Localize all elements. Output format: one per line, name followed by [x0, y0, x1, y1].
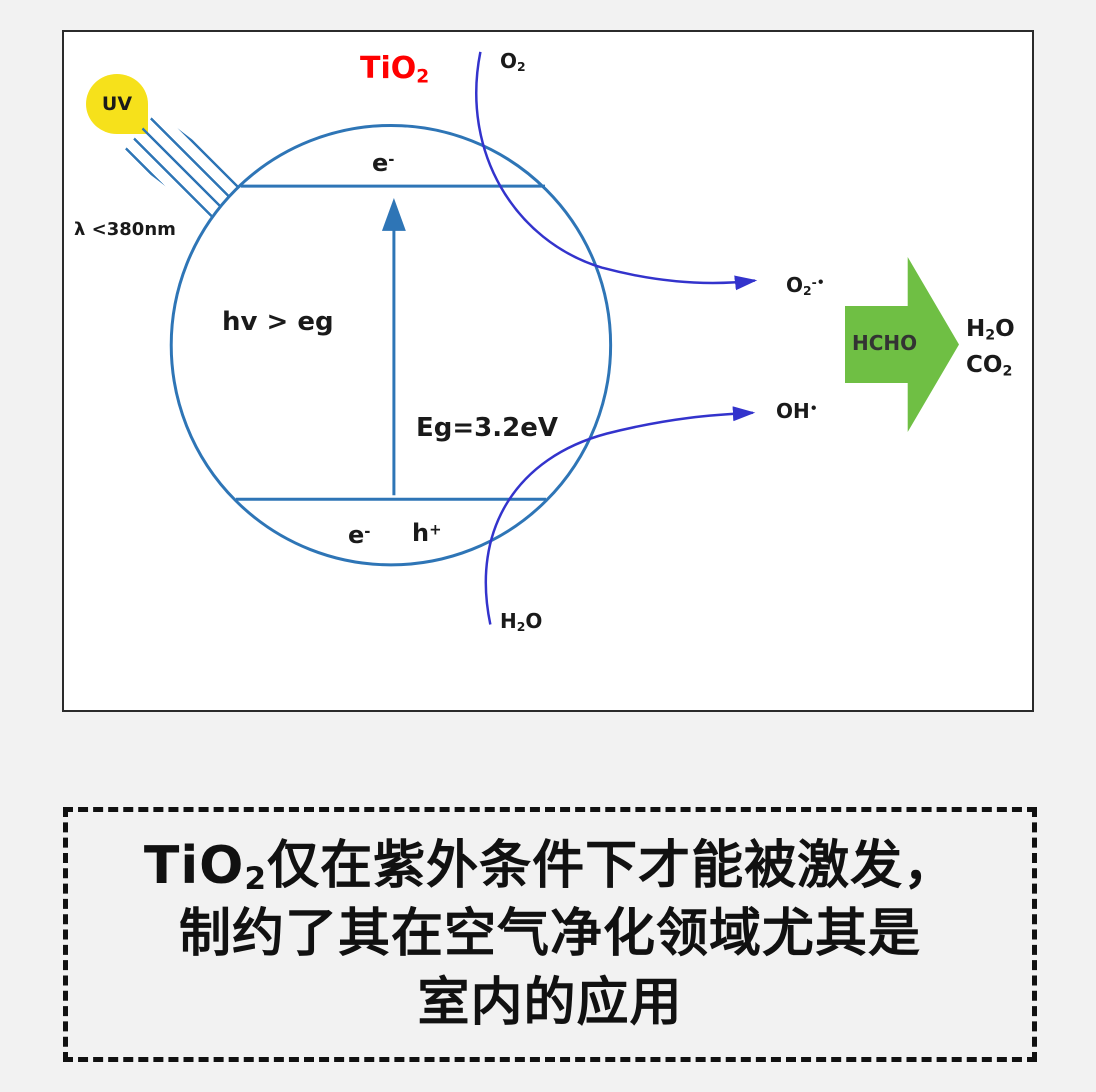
hydroxyl-radical-label: OH•	[776, 399, 818, 423]
h2o-reactant-label: H2O	[500, 609, 543, 635]
electron-top-label: e-	[372, 149, 395, 177]
photocatalysis-diagram-panel: TiO2 UV λ <380nm O2 e- hv > eg Eg=3.2eV …	[62, 30, 1034, 712]
uv-source-badge: UV	[86, 74, 148, 134]
hole-label: h+	[412, 519, 442, 547]
tio2-title-text: TiO	[360, 51, 417, 86]
o2-label: O2	[500, 49, 526, 75]
product-h2o: H2O	[966, 316, 1015, 344]
tio2-title-sub: 2	[416, 66, 430, 88]
o2-capture-curve	[475, 51, 758, 291]
caption-line-2: 制约了其在空气净化领域尤其是	[178, 904, 921, 965]
h2o-capture-curve	[484, 406, 756, 625]
hv-label: hv > eg	[222, 307, 334, 337]
superoxide-radical-label: O2-•	[786, 273, 825, 299]
electron-bottom-label: e-	[348, 521, 371, 549]
products-label: H2O CO2	[966, 312, 1015, 383]
wavelength-label: λ <380nm	[74, 219, 176, 240]
diagram-canvas	[169, 51, 758, 625]
tio2-particle-circle	[169, 123, 613, 567]
caption-box: TiO2仅在紫外条件下才能被激发， 制约了其在空气净化领域尤其是 室内的应用	[63, 807, 1037, 1062]
uv-label: UV	[101, 93, 133, 115]
product-co2: CO2	[966, 351, 1013, 380]
tio2-title: TiO2	[360, 52, 429, 88]
caption-line-1: TiO2仅在紫外条件下才能被激发，	[143, 835, 957, 897]
hcho-label: HCHO	[852, 331, 918, 355]
caption-line-3: 室内的应用	[417, 972, 683, 1033]
band-gap-label: Eg=3.2eV	[416, 413, 558, 443]
